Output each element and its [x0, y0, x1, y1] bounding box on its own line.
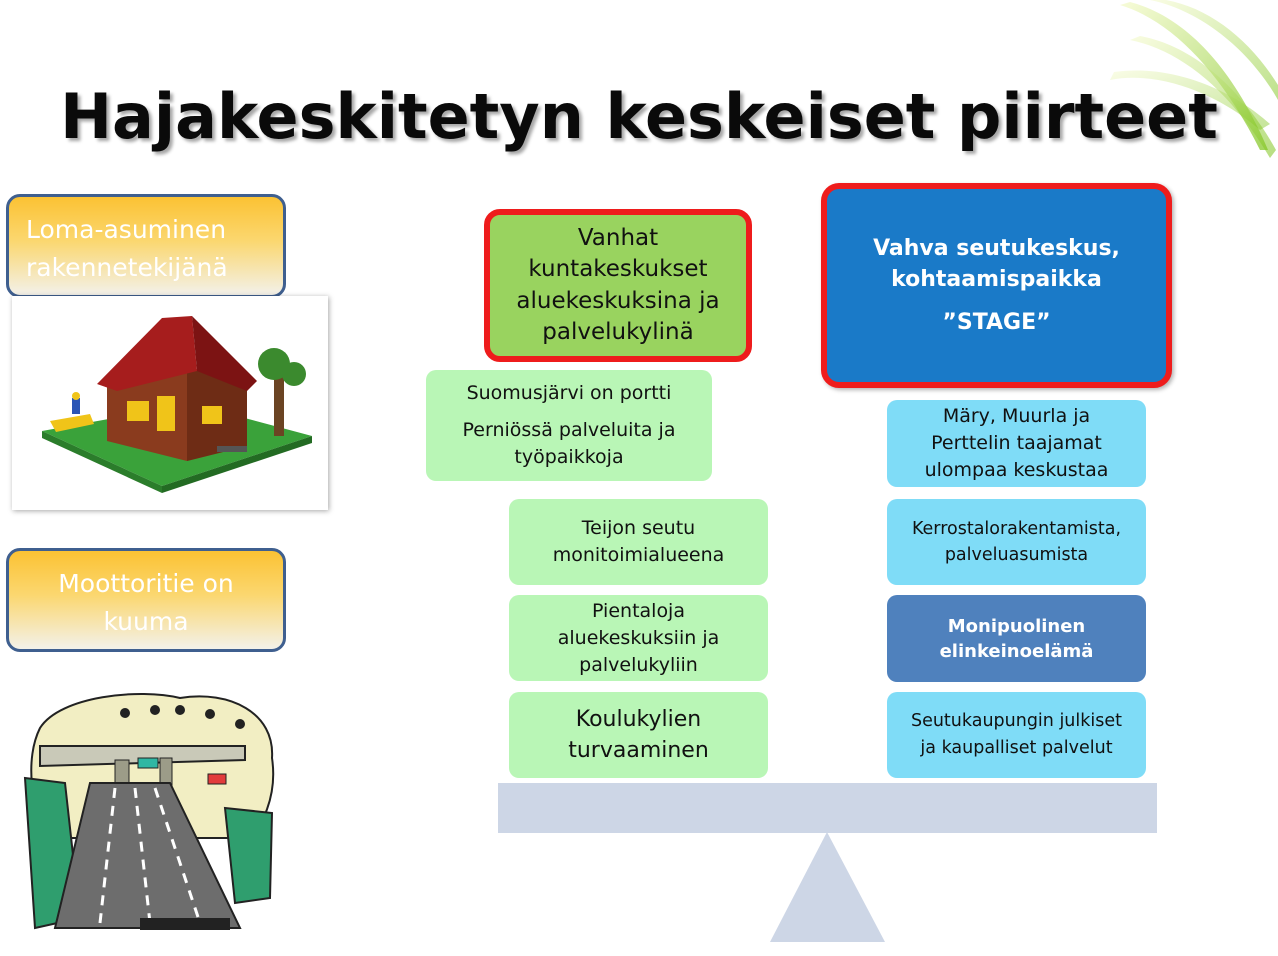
- motorway-line1: Moottoritie on: [58, 569, 234, 598]
- diverse-business-line1: Monipuolinen: [947, 615, 1086, 637]
- pientaloja-line3: palvelukyliin: [579, 653, 698, 676]
- diverse-business-box: Monipuolinen elinkeinoelämä: [887, 595, 1146, 682]
- strong-centre-line2: kohtaamispaikka: [891, 267, 1102, 292]
- old-centres-line1: Vanhat: [577, 224, 659, 251]
- teijo-box: Teijon seutu monitoimialueena: [509, 499, 768, 585]
- scale-fulcrum: [770, 832, 885, 942]
- old-centres-line3: aluekeskuksina ja: [516, 287, 720, 314]
- mary-box: Märy, Muurla ja Perttelin taajamat ulomp…: [887, 400, 1146, 487]
- suomusjarvi-line2: Perniössä palveluita ja: [462, 419, 676, 441]
- koulukylien-line2: turvaaminen: [568, 738, 709, 763]
- koulukylien-line1: Koulukylien: [575, 707, 702, 732]
- public-services-line2: ja kaupalliset palvelut: [920, 738, 1113, 758]
- diverse-business-line2: elinkeinoelämä: [939, 640, 1094, 662]
- public-services-line1: Seutukaupungin julkiset: [910, 711, 1123, 731]
- pientaloja-line1: Pientaloja: [592, 599, 685, 622]
- motorway-box: Moottoritie on kuuma: [6, 548, 286, 652]
- koulukylien-box: Koulukylien turvaaminen: [509, 692, 768, 778]
- highway-clipart-image: [20, 688, 282, 934]
- public-services-box: Seutukaupungin julkiset ja kaupalliset p…: [887, 692, 1146, 778]
- old-municipal-centres-box: Vanhat kuntakeskukset aluekeskuksina ja …: [484, 209, 752, 362]
- motorway-line2: kuuma: [103, 607, 189, 636]
- mary-line1: Märy, Muurla ja: [942, 405, 1091, 427]
- suomusjarvi-line3: työpaikkoja: [514, 446, 624, 468]
- mary-line3: ulompaa keskustaa: [924, 459, 1109, 481]
- old-centres-line4: palvelukylinä: [542, 319, 694, 345]
- lego-house-image: [12, 296, 328, 510]
- strong-centre-line1: Vahva seutukeskus,: [873, 236, 1120, 261]
- teijo-line2: monitoimialueena: [552, 544, 725, 566]
- suomusjarvi-box: Suomusjärvi on portti Perniössä palvelui…: [426, 370, 712, 481]
- old-centres-line2: kuntakeskukset: [528, 256, 708, 282]
- swoosh-decoration: [1110, 0, 1278, 158]
- strong-centre-line3: ”STAGE”: [942, 310, 1051, 335]
- holiday-housing-box: Loma-asuminen rakennetekijänä: [6, 194, 286, 298]
- strong-regional-centre-box: Vahva seutukeskus, kohtaamispaikka ”STAG…: [821, 183, 1172, 388]
- apartment-line2: palveluasumista: [944, 545, 1089, 565]
- holiday-housing-line2: rakennetekijänä: [26, 253, 228, 282]
- apartment-building-box: Kerrostalorakentamista, palveluasumista: [887, 499, 1146, 585]
- pientaloja-line2: aluekeskuksiin ja: [557, 626, 720, 649]
- apartment-line1: Kerrostalorakentamista,: [911, 519, 1122, 539]
- page-title: Hajakeskitetyn keskeiset piirteet: [60, 80, 1218, 153]
- scale-beam: [498, 783, 1157, 833]
- mary-line2: Perttelin taajamat: [931, 432, 1102, 454]
- suomusjarvi-line1: Suomusjärvi on portti: [466, 382, 672, 404]
- holiday-housing-line1: Loma-asuminen: [26, 215, 227, 244]
- teijo-line1: Teijon seutu: [581, 517, 696, 539]
- pientaloja-box: Pientaloja aluekeskuksiin ja palvelukyli…: [509, 595, 768, 681]
